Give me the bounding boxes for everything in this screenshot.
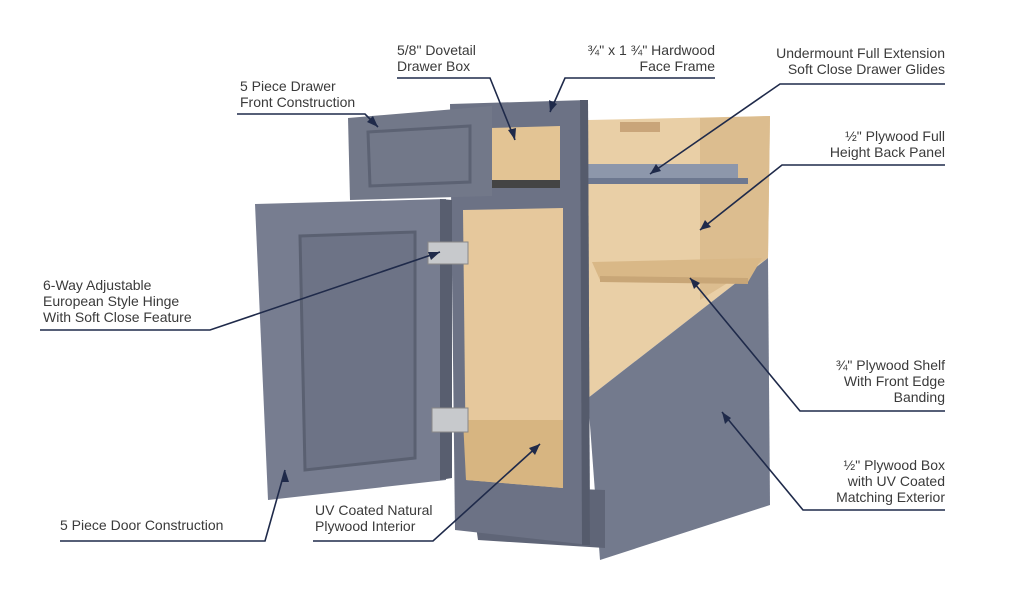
label-box: ½" Plywood Box with UV Coated Matching E…	[836, 457, 945, 505]
label-drawer-front: 5 Piece Drawer Front Construction	[240, 78, 355, 110]
label-line: UV Coated Natural	[315, 502, 433, 518]
label-line: with UV Coated	[847, 473, 945, 489]
label-line: ½" Plywood Full	[845, 128, 945, 144]
drawer-box	[490, 126, 560, 188]
hinge-top	[427, 241, 469, 265]
label-interior: UV Coated Natural Plywood Interior	[315, 502, 433, 534]
label-line: Undermount Full Extension	[776, 45, 945, 61]
side-panel	[588, 258, 770, 560]
shelf	[592, 258, 762, 282]
label-line: Front Construction	[240, 94, 356, 110]
label-line: Banding	[893, 389, 945, 405]
label-line: 5 Piece Drawer	[240, 78, 336, 94]
label-line: Height Back Panel	[829, 144, 945, 160]
leader-lines	[40, 77, 945, 542]
arrowheads	[281, 100, 731, 482]
back-panel-shade	[700, 116, 770, 300]
label-line: Face Frame	[639, 58, 715, 74]
hinge-bottom	[431, 407, 469, 433]
label-line: European Style Hinge	[43, 293, 180, 309]
label-line: Plywood Interior	[315, 518, 416, 534]
label-back-panel: ½" Plywood Full Height Back Panel	[830, 128, 945, 160]
cabinet-opening	[463, 208, 563, 488]
label-hinge: 6-Way Adjustable European Style Hinge Wi…	[43, 277, 192, 325]
label-line: ¾" x 1 ¾" Hardwood	[587, 42, 715, 58]
label-line: ½" Plywood Box	[843, 457, 945, 473]
drawer-front	[348, 106, 492, 200]
label-line: 5 Piece Door Construction	[60, 517, 224, 533]
label-line: With Front Edge	[843, 373, 945, 389]
label-line: ¾" Plywood Shelf	[835, 357, 945, 373]
label-line: 6-Way Adjustable	[43, 277, 152, 293]
label-shelf: ¾" Plywood Shelf With Front Edge Banding	[836, 357, 945, 405]
label-line: Soft Close Drawer Glides	[787, 61, 945, 77]
label-face-frame: ¾" x 1 ¾" Hardwood Face Frame	[588, 42, 715, 74]
label-line: Matching Exterior	[836, 489, 945, 505]
label-line: Drawer Box	[397, 58, 471, 74]
label-line: With Soft Close Feature	[43, 309, 192, 325]
shelf-edge	[600, 276, 748, 284]
label-glides: Undermount Full Extension Soft Close Dra…	[776, 45, 945, 77]
label-drawer-box: 5/8" Dovetail Drawer Box	[397, 42, 476, 74]
label-door: 5 Piece Door Construction	[60, 517, 223, 533]
label-line: 5/8" Dovetail	[397, 42, 476, 58]
